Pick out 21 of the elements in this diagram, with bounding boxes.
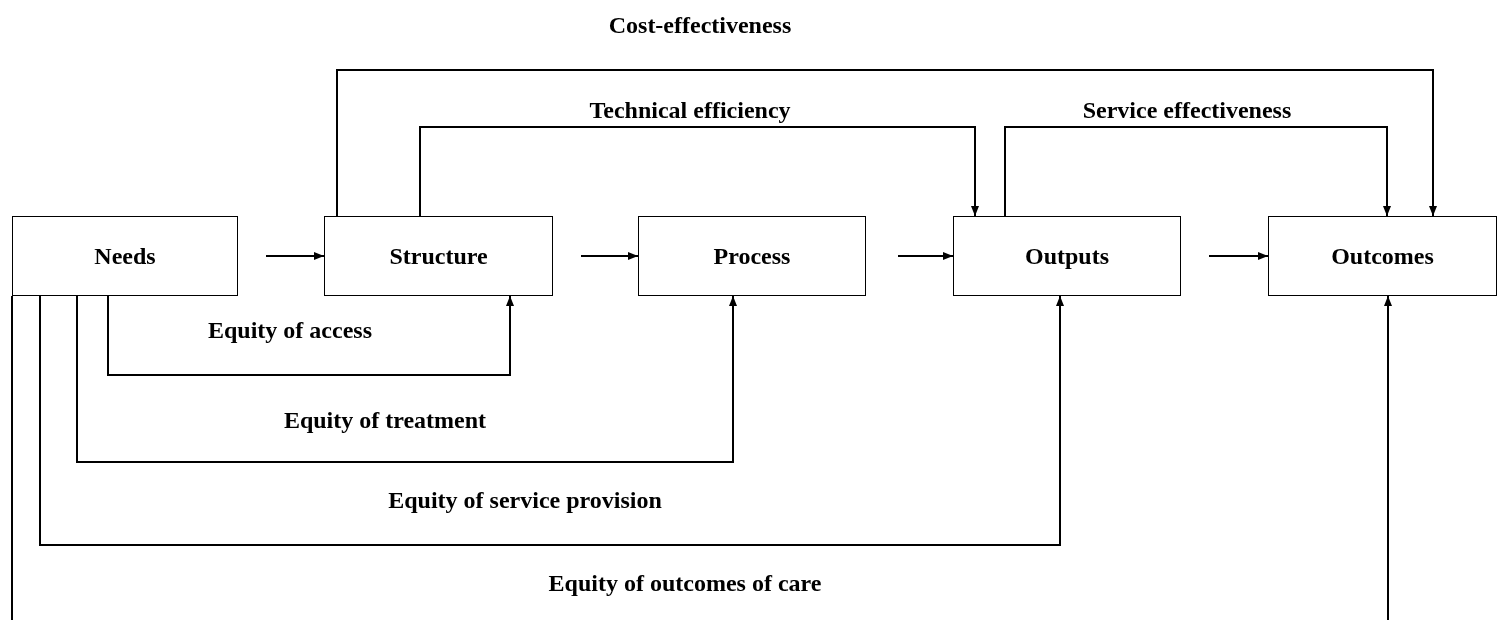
process-box (12, 216, 238, 296)
arrow (11, 295, 1392, 620)
box-label: Outputs (1024, 242, 1109, 270)
process-box (324, 216, 553, 296)
arrow (419, 126, 979, 217)
arrow (265, 252, 325, 260)
arrow (107, 295, 514, 376)
arrow (897, 252, 954, 260)
box-label: Structure (389, 242, 488, 270)
arrow (76, 295, 737, 463)
arrow (580, 252, 639, 260)
arrow (336, 69, 1437, 217)
process-box (1268, 216, 1497, 296)
box-label: Outcomes (1331, 242, 1434, 270)
arrow (39, 295, 1064, 546)
process-box (638, 216, 866, 296)
box-label: Needs (94, 242, 156, 270)
box-label: Process (713, 242, 791, 270)
arrow (1208, 252, 1269, 260)
process-box (953, 216, 1181, 296)
arrow (1004, 126, 1391, 217)
